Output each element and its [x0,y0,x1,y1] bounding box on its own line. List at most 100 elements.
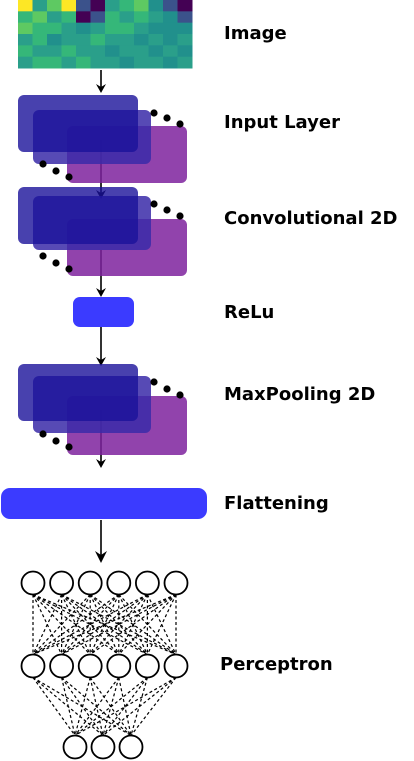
heatmap-cell [177,0,193,12]
heatmap-cell [134,45,149,58]
conv-front-sheet [18,187,138,244]
perceptron-connection [32,677,76,736]
perceptron-hidden-neuron [106,653,132,679]
arrowheads [95,84,107,563]
heatmap-cell [90,56,106,69]
heatmap-cell [119,0,135,12]
perceptron-connection [89,594,148,655]
heatmap-cell [105,34,120,46]
heatmap-cell [177,34,193,46]
perceptron-connection [102,677,177,736]
heatmap-cell [119,56,135,69]
heatmap-cell [119,22,135,35]
heatmap-cell [163,34,178,46]
perceptron-input-neuron [49,570,74,596]
perceptron-connection [32,594,63,655]
heatmap-cell [18,22,33,35]
perceptron-output-neuron [90,734,116,760]
heatmap-cell [76,22,91,35]
heatmap-cell [90,22,106,35]
perceptron-connection [32,593,177,656]
perceptron-hidden-neuron [77,653,103,679]
perceptron-connection [89,594,177,655]
perceptron-output-neuron [118,734,144,760]
perceptron-connection [61,677,76,736]
perceptron-connection [130,677,177,736]
heatmap-cell [76,11,91,24]
perceptron-connection [74,677,120,736]
heatmap-cell [148,22,164,35]
heatmap-cell [119,11,135,24]
heatmap-cell [32,22,48,35]
heatmap-cell [90,0,106,12]
perceptron-connection [146,594,177,655]
heatmap-cell [148,56,164,69]
heatmap-cell [61,45,77,58]
relu-block [73,297,134,327]
convolutional-stack [18,187,187,276]
heatmap-cell [90,34,106,46]
perceptron-input-neuron [106,570,132,596]
arrowhead-image [96,84,106,93]
heatmap-cell [105,22,120,35]
input-layer-stack [18,95,187,183]
perceptron-input-neuron [134,570,160,596]
heatmap-cell [76,34,91,46]
perceptron-connection [89,677,104,736]
maxpooling-stack [18,364,187,455]
label-convolutional: Convolutional 2D [224,208,397,229]
perceptron-hidden-neuron [20,653,46,679]
heatmap-cell [18,0,33,12]
heatmap-cell [177,22,193,35]
heatmap-cell [61,56,77,69]
heatmap-cell [134,34,149,46]
heatmap-cell [61,0,77,12]
heatmap-cell [163,22,178,35]
heatmap-cell [32,0,48,12]
label-maxpooling: MaxPooling 2D [224,384,375,405]
heatmap-cell [32,45,48,58]
heatmap-cell [18,34,33,46]
heatmap-cell [47,22,62,35]
heatmap-cell [177,56,193,69]
heatmap-cell [76,0,91,12]
heatmap-cell [148,34,164,46]
heatmap-cell [163,45,178,58]
heatmap-cell [134,56,149,69]
heatmap-cell [163,56,178,69]
heatmap-cell [90,11,106,24]
perceptron-input-neuron [163,570,189,596]
perceptron-connection [118,594,177,655]
perceptron-output-neuron [62,734,88,760]
heatmap-cell [148,45,164,58]
heatmap-cell [18,11,33,24]
perceptron-connection [61,594,120,655]
label-relu: ReLu [224,302,274,323]
arrowhead-flatten [95,551,107,563]
label-perceptron: Perceptron [220,654,333,675]
heatmap-cell [148,0,164,12]
heatmap-cell [134,0,149,12]
heatmap-cell [32,56,48,69]
perceptron-connections [32,593,177,737]
heatmap-cell [134,11,149,24]
heatmap-cell [18,45,33,58]
perceptron-connection [74,676,177,737]
heatmap-cell [105,0,120,12]
heatmap-cell [18,56,33,69]
perceptron-connection [32,594,120,655]
flattening-block [1,488,207,519]
arrowhead-conv [96,288,106,297]
heatmap-cell [119,34,135,46]
heatmap-cell [134,22,149,35]
conv-ellipsis-dots [39,200,184,273]
heatmap-cell [163,11,178,24]
heatmap-cell [177,45,193,58]
heatmap-cell [119,45,135,58]
heatmap-cell [32,34,48,46]
heatmap-cell [61,34,77,46]
heatmap-cell [76,56,91,69]
heatmap-cell [105,56,120,69]
maxpool-ellipsis-dots [39,378,184,451]
